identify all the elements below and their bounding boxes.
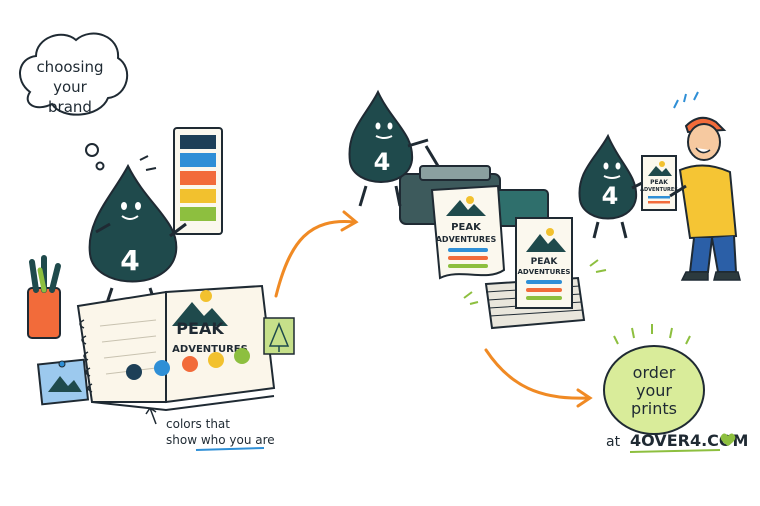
mascot-number-right: 4 (602, 182, 619, 210)
thought-line-3: brand (48, 98, 92, 116)
color-swatch-card (173, 127, 223, 235)
pinned-note (36, 358, 90, 406)
logo-line-1-book: PEAK (176, 319, 224, 338)
caption-line-2: show who you are (166, 433, 275, 447)
logo-line-2-sheet: ADVENTURES (436, 235, 497, 244)
tree-sticky-note (263, 317, 295, 355)
mascot-thinking: 4 (88, 155, 187, 307)
sketchbook: PEAK ADVENTURES (76, 284, 276, 412)
arrow-to-order (484, 348, 590, 400)
logo-line-2-flyer: ADVENTURES (640, 187, 678, 193)
cta-line-3: prints (631, 399, 677, 418)
print-stack: PEAK ADVENTURES (463, 217, 607, 330)
heart-icon (720, 433, 736, 446)
logo-line-2-book: ADVENTURES (172, 344, 248, 355)
url-text[interactable]: 4OVER4.COM (630, 431, 748, 450)
handoff-flyer: PEAK ADVENTURES (640, 155, 678, 211)
pen-cup (27, 255, 61, 339)
logo-line-2-stack: ADVENTURES (518, 268, 571, 276)
cta-line-2: your (636, 381, 672, 400)
mascot-printing: 4 (348, 89, 429, 207)
caption: colors that show who you are (145, 407, 275, 451)
logo-line-1-stack: PEAK (531, 257, 559, 267)
thought-line-2: your (53, 78, 88, 96)
url-prefix: at (606, 434, 621, 450)
website-link[interactable]: at 4OVER4.COM (606, 431, 748, 453)
thought-line-1: choosing (36, 58, 103, 76)
caption-line-1: colors that (166, 417, 230, 431)
mascot-number-middle: 4 (374, 148, 391, 176)
arrow-to-printer (274, 220, 356, 298)
mascot-handing: 4 (578, 133, 649, 239)
mascot-number-left: 4 (120, 244, 139, 277)
printed-sheet: PEAK ADVENTURES (430, 184, 506, 280)
logo-line-1-flyer: PEAK (650, 179, 668, 186)
cta-line-1: order (633, 363, 676, 382)
customer-person (669, 91, 741, 281)
thought-bubble: choosing your brand (19, 32, 128, 171)
order-prints-cta[interactable]: order your prints (603, 324, 705, 435)
logo-line-1-sheet: PEAK (451, 222, 482, 233)
